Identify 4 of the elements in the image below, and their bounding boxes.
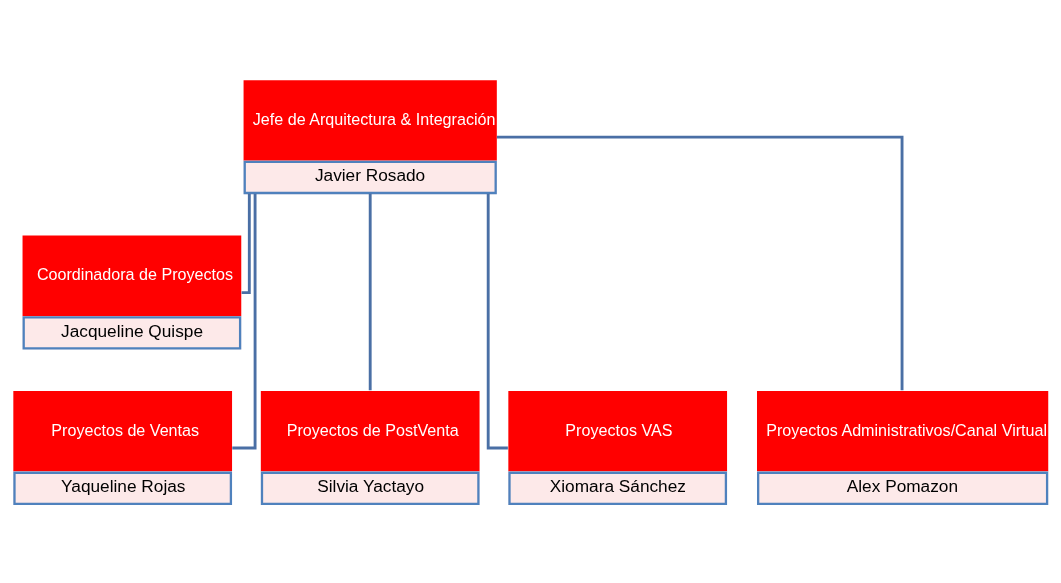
connector [496,135,904,390]
connector [232,193,257,449]
connector [368,193,372,390]
connector [241,193,251,294]
